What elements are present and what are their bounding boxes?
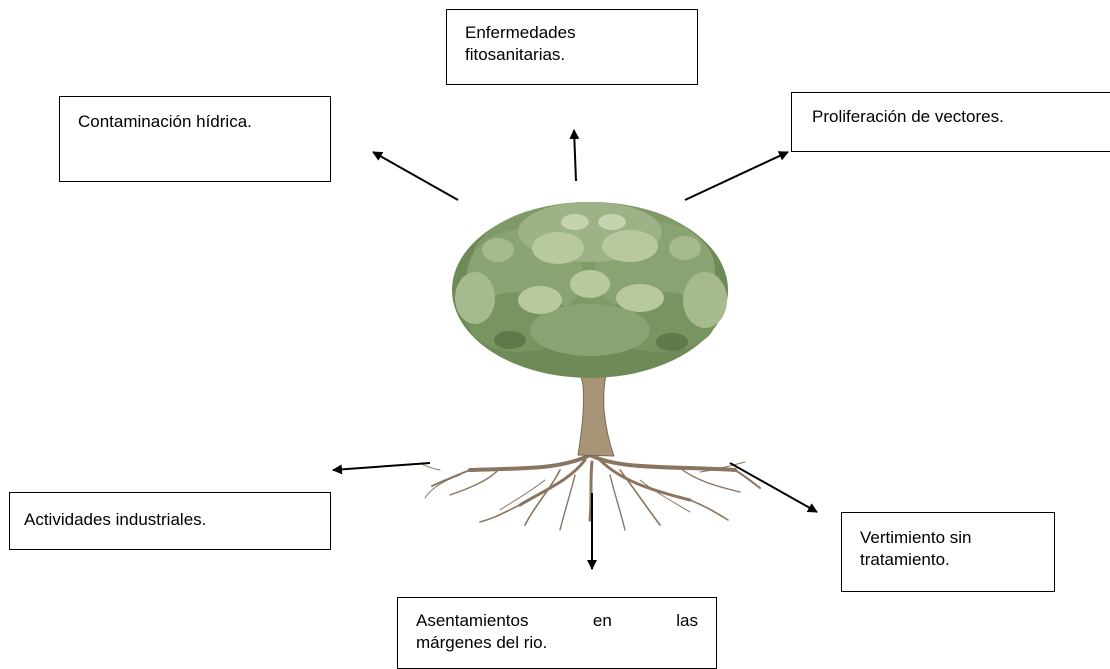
label-contaminacion: Contaminación hídrica. xyxy=(78,112,252,131)
box-contaminacion-hidrica: Contaminación hídrica. xyxy=(59,96,331,182)
box-vertimiento-sin-tratamiento: Vertimiento sin tratamiento. xyxy=(841,512,1055,592)
arrow-to-enfermedades xyxy=(569,129,580,182)
box-asentamientos-margenes-rio: Asentamientos en las márgenes del rio. xyxy=(397,597,717,669)
label-proliferacion: Proliferación de vectores. xyxy=(812,107,1004,126)
label-enfermedades-line1: Enfermedades xyxy=(465,23,576,42)
arrow-to-proliferacion xyxy=(684,151,789,201)
box-actividades-industriales: Actividades industriales. xyxy=(9,492,331,550)
tree-roots xyxy=(419,453,761,531)
tree-foliage xyxy=(452,202,728,378)
label-actividades: Actividades industriales. xyxy=(24,510,207,529)
label-enfermedades-line2: fitosanitarias. xyxy=(465,45,566,64)
box-enfermedades-fitosanitarias: Enfermedades fitosanitarias. xyxy=(446,9,698,85)
arrow-to-contaminacion xyxy=(372,151,459,201)
label-vertimiento-line2: tratamiento. xyxy=(860,550,950,569)
arrow-to-vertimiento xyxy=(729,462,818,513)
label-asentamientos-line1: Asentamientos en las xyxy=(416,611,698,630)
label-asentamientos-line2: márgenes del rio. xyxy=(416,633,548,652)
label-vertimiento-line1: Vertimiento sin xyxy=(860,528,972,547)
box-proliferacion-vectores: Proliferación de vectores. xyxy=(791,92,1110,152)
arrow-to-actividades xyxy=(332,462,431,475)
